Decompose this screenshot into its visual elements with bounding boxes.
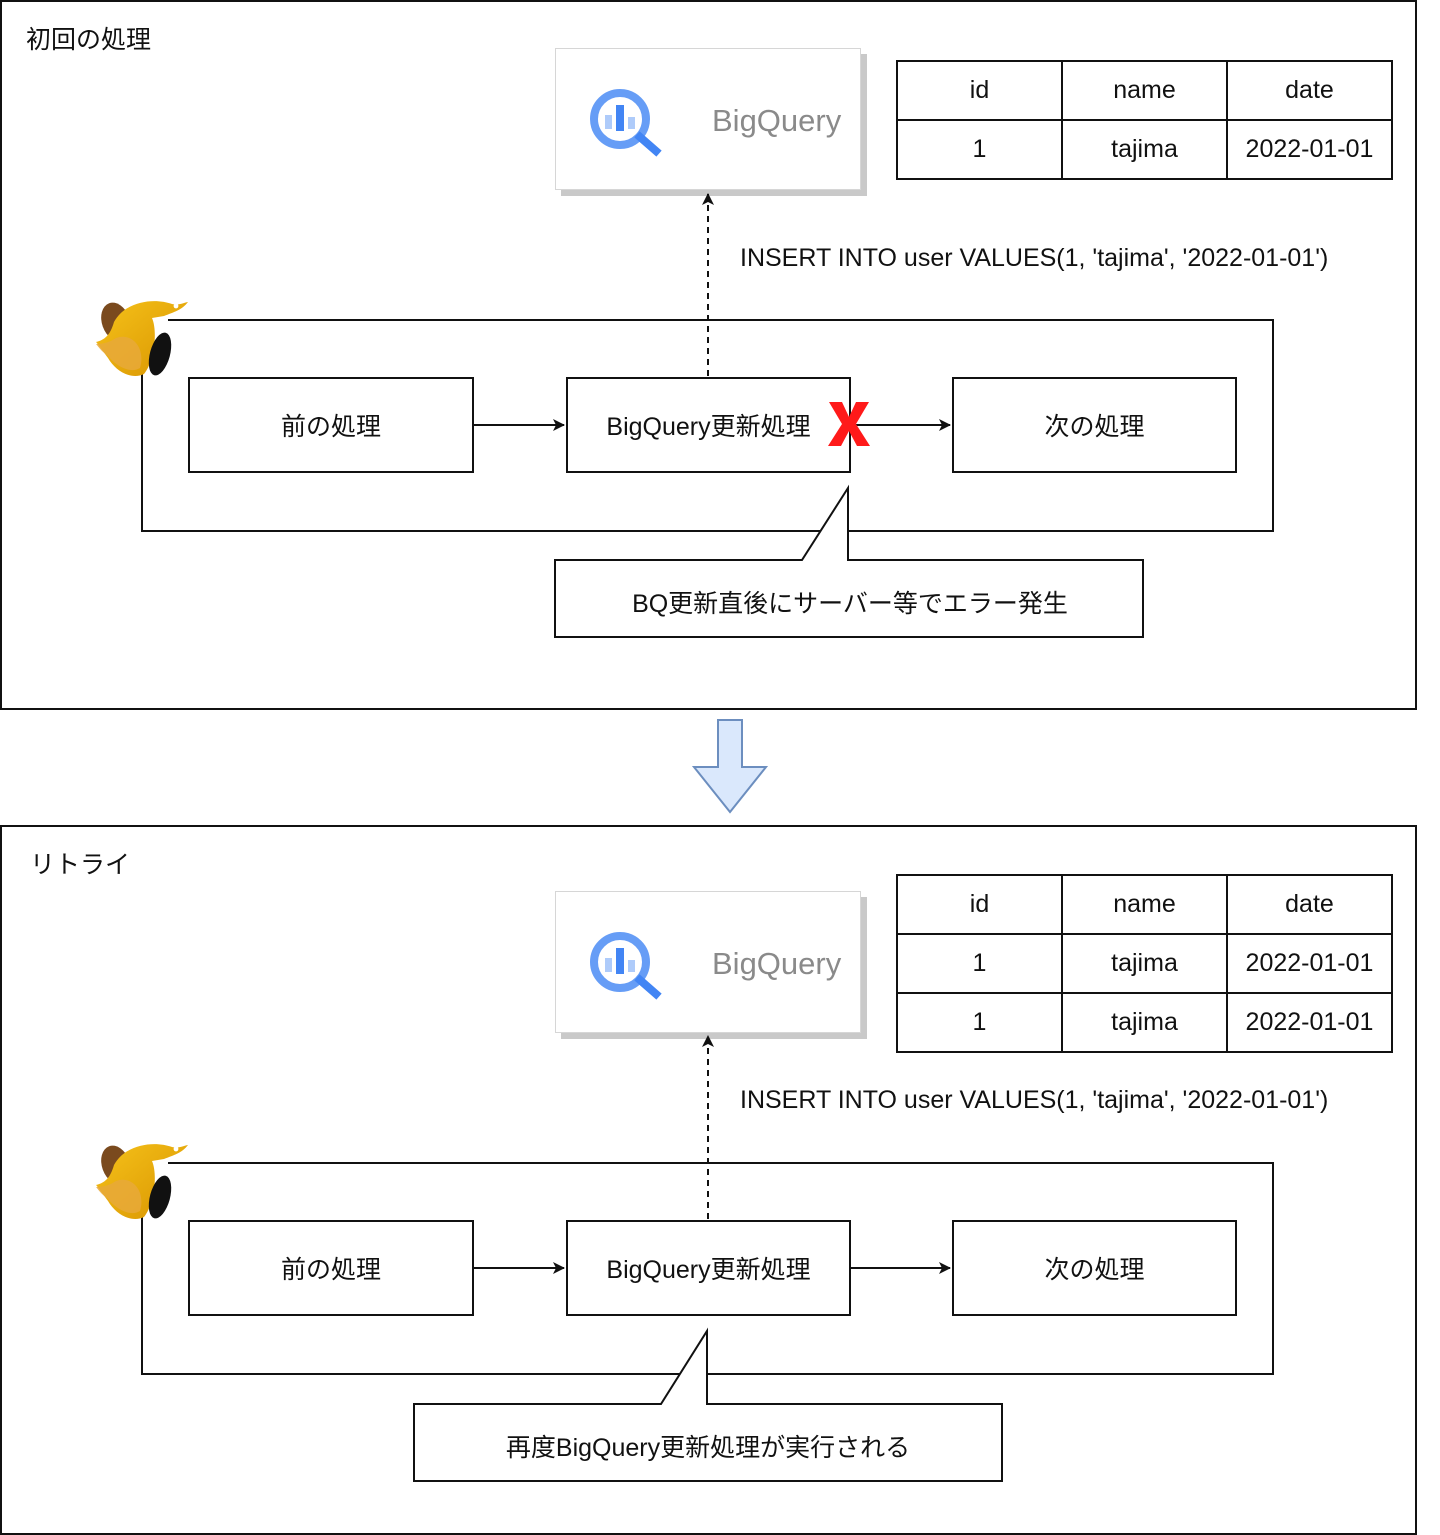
table-header-row: id name date [896,874,1393,935]
table-row: 1 tajima 2022-01-01 [896,992,1393,1053]
table-header-cell: date [1226,60,1393,121]
table-header-cell: id [896,60,1063,121]
down-arrow-icon [691,719,769,814]
panel-title: リトライ [30,851,131,879]
table-cell: tajima [1061,119,1228,180]
user-table: id name date 1 tajima 2022-01-01 1 tajim… [896,874,1393,1053]
step-next: 次の処理 [952,1220,1237,1316]
table-cell: 1 [896,119,1063,180]
step-next: 次の処理 [952,377,1237,473]
step-bigquery-update: BigQuery更新処理 [566,377,851,473]
error-callout-label: BQ更新直後にサーバー等でエラー発生 [632,590,1068,618]
bigquery-card: BigQuery [555,891,861,1033]
user-table: id name date 1 tajima 2022-01-01 [896,60,1393,180]
bigquery-magnifier-icon [590,89,662,157]
table-cell: 1 [896,992,1063,1053]
step-previous: 前の処理 [188,377,474,473]
table-cell: 1 [896,933,1063,994]
sql-statement: INSERT INTO user VALUES(1, 'tajima', '20… [740,244,1329,272]
table-header-cell: name [1061,60,1228,121]
table-cell: tajima [1061,992,1228,1053]
table-header-cell: id [896,874,1063,935]
table-header-row: id name date [896,60,1393,121]
step-bigquery-update: BigQuery更新処理 [566,1220,851,1316]
panel-title: 初回の処理 [26,26,152,54]
sql-statement: INSERT INTO user VALUES(1, 'tajima', '20… [740,1086,1329,1114]
table-cell: 2022-01-01 [1226,119,1393,180]
bigquery-label: BigQuery [712,946,842,981]
table-row: 1 tajima 2022-01-01 [896,119,1393,180]
table-cell: tajima [1061,933,1228,994]
bigquery-magnifier-icon [590,932,662,1000]
table-cell: 2022-01-01 [1226,992,1393,1053]
table-header-cell: name [1061,874,1228,935]
table-header-cell: date [1226,874,1393,935]
bigquery-card: BigQuery [555,48,861,190]
table-row: 1 tajima 2022-01-01 [896,933,1393,994]
table-cell: 2022-01-01 [1226,933,1393,994]
bigquery-label: BigQuery [712,103,842,138]
step-previous: 前の処理 [188,1220,474,1316]
retry-callout-label: 再度BigQuery更新処理が実行される [505,1434,911,1462]
